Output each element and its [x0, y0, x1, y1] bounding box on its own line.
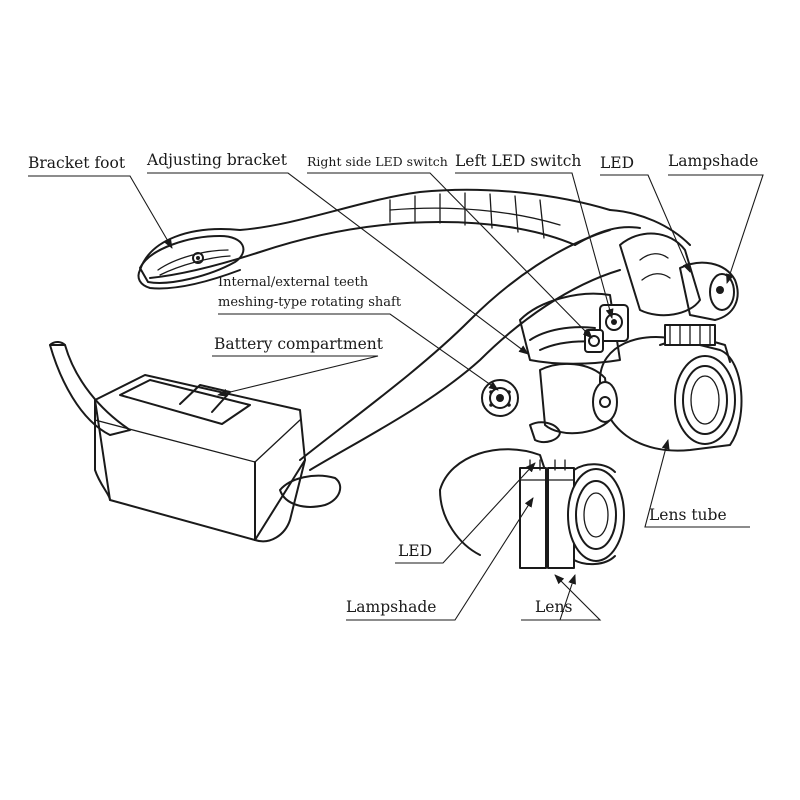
- label-led-top: LED: [600, 154, 635, 172]
- label-bracket-foot: Bracket foot: [28, 154, 126, 172]
- label-lens: Lens: [535, 598, 573, 616]
- label-adjusting-bracket: Adjusting bracket: [147, 151, 287, 169]
- middle-led-module-drawing: [529, 362, 618, 443]
- label-rotating-shaft-line1: Internal/external teeth: [218, 275, 369, 290]
- label-left-led-switch: Left LED switch: [455, 152, 582, 170]
- label-lens-tube: Lens tube: [649, 506, 727, 524]
- label-lampshade-bottom: Lampshade: [346, 598, 437, 616]
- upper-lamp-module-drawing: [519, 292, 629, 365]
- leader-lines: [28, 172, 764, 621]
- label-battery-compartment: Battery compartment: [214, 335, 383, 353]
- label-led-bottom: LED: [398, 542, 433, 560]
- upper-lens-tube-drawing: [599, 324, 743, 452]
- label-rotating-shaft-line2: meshing-type rotating shaft: [218, 295, 402, 310]
- top-led-lampshade-drawing: [619, 232, 739, 321]
- temple-arm-drawing: [49, 341, 131, 436]
- label-right-led-switch: Right side LED switch: [307, 154, 448, 169]
- label-lampshade-top: Lampshade: [668, 152, 759, 170]
- frame-arc-drawing: [299, 209, 691, 471]
- battery-compartment-drawing: [94, 374, 342, 543]
- rotating-shaft-drawing: [481, 379, 519, 417]
- headband-drawing: [137, 188, 611, 290]
